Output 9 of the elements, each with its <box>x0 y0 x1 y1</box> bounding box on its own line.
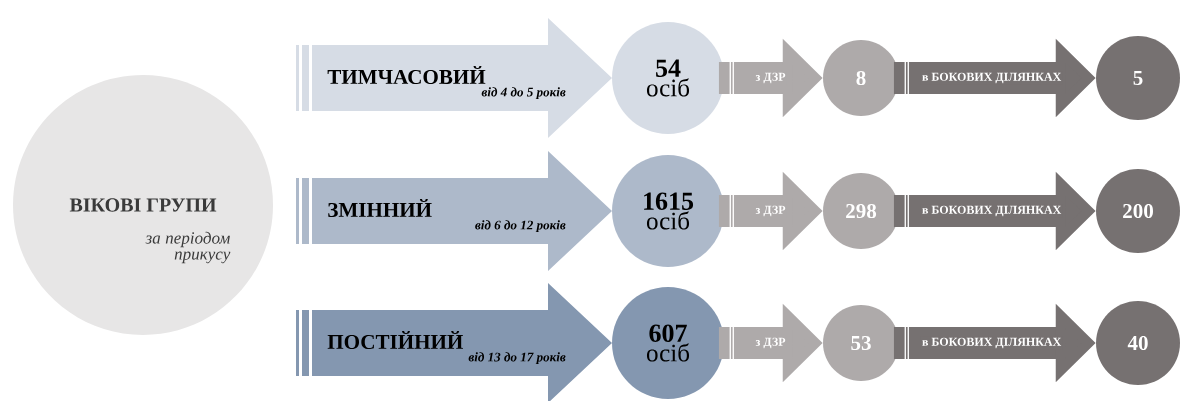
edge-label: з ДЗР <box>755 337 786 349</box>
edge-label: в БОКОВИХ ДІЛЯНКАХ <box>922 205 1062 217</box>
edge-label: в БОКОВИХ ДІЛЯНКАХ <box>922 72 1062 84</box>
label-banner: ПОСТІЙНИЙ від 13 до 17 років <box>296 283 612 401</box>
edge-label: в БОКОВИХ ДІЛЯНКАХ <box>922 337 1062 349</box>
edge-label: з ДЗР <box>755 72 786 84</box>
edge-label: з ДЗР <box>755 205 786 217</box>
label-banner: ТИМЧАСОВИЙ від 4 до 5 років <box>296 18 612 138</box>
label-banner: ЗМІННИЙ від 6 до 12 років <box>296 151 612 271</box>
